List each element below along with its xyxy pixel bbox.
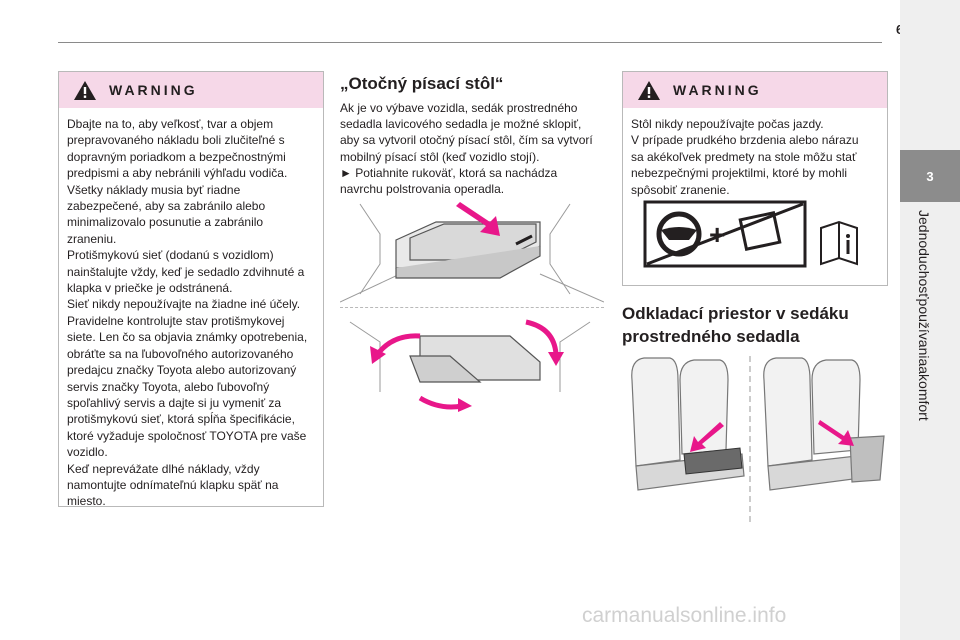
watermark: carmanualsonline.info <box>582 604 787 627</box>
section-title-swivel-desk: „Otočný písací stôl“ <box>340 74 504 93</box>
warning-text: Stôl nikdy nepoužívajte počas jazdy. V p… <box>631 117 859 197</box>
section-title-seat-storage: Odkladací priestor v sedáku prostredného… <box>622 304 849 346</box>
warning-title: WARNING <box>109 82 198 98</box>
warning-header: WARNING <box>623 72 887 108</box>
chapter-sidebar <box>900 0 960 640</box>
warning-text: Dbajte na to, aby veľkosť, tvar a objem … <box>67 117 308 509</box>
seat-storage-illustration <box>631 356 885 526</box>
header-rule <box>58 42 882 43</box>
warning-box-left: WARNING Dbajte na to, aby veľkosť, tvar … <box>58 71 324 509</box>
warning-title: WARNING <box>673 82 762 98</box>
desk-fold-illustration <box>340 202 604 303</box>
no-driving-use-pictogram: + <box>643 200 858 268</box>
table-icon <box>738 211 782 251</box>
chapter-tab[interactable]: 3 <box>900 150 960 202</box>
warning-header: WARNING <box>59 72 323 108</box>
chapter-title: Jednoduchosťpoužívaniaakomfort <box>916 210 932 421</box>
warning-icon <box>74 80 96 100</box>
steering-wheel-icon <box>656 211 702 257</box>
illustration-divider <box>340 307 604 308</box>
manual-info-icon <box>820 220 858 266</box>
warning-box-right: WARNING Stôl nikdy nepoužívajte počas ja… <box>622 71 888 286</box>
svg-text:+: + <box>709 219 725 250</box>
warning-icon <box>638 80 660 100</box>
section-text-swivel-desk: Ak je vo výbave vozidla, sedák prostredn… <box>340 101 593 197</box>
desk-rotate-illustration <box>349 319 591 412</box>
